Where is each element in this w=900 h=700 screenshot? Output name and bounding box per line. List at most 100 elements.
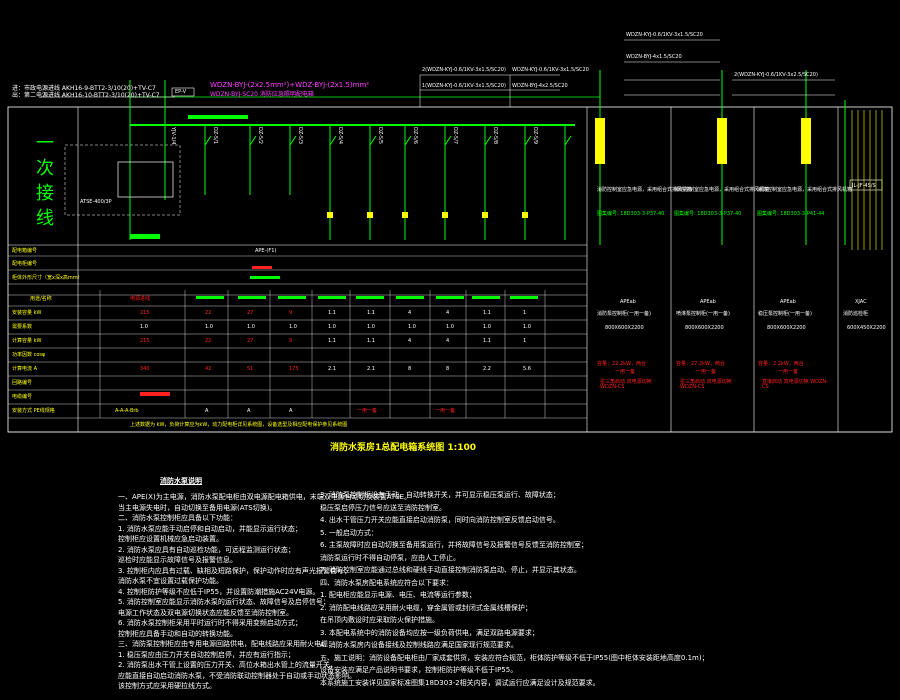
note-line: 2. 消防配电线路应采用耐火电缆，穿金属管或封闭式金属线槽保护； <box>320 603 532 612</box>
row-label-box-id: 配电箱编号 <box>12 248 38 254</box>
right-box-4-size: 600X450X2200 <box>847 325 886 331</box>
calc-7: 4 <box>408 338 412 344</box>
top-cable-1: 2(WDZN-KYJ-0.6/1KV-3x1.5/SC20) <box>422 67 506 73</box>
note-line: 应能直接自动启动消防水泵，不受消防联动控制器处于自动或手动状态影响。 <box>118 671 356 680</box>
note-line: 1. 配电柜应能显示电源、电压、电流等运行参数； <box>320 591 476 599</box>
note-line: 2. 消防泵出水干管上设置的压力开关、高位水箱出水管上的流量开关， <box>118 661 337 669</box>
note-line: 本系统施工安装详见国家标准图集18D303-2相关内容，调试运行应满足设计及规范… <box>320 678 600 687</box>
cap-10: 1 <box>523 310 527 316</box>
main-cable-spec: WDZN-BYJ-(2x2.5mm²)+WDZ-BYJ-(2x1.5)mm² <box>210 81 370 89</box>
right-box-3-extra: 直接启动 双电源切换 WDZN-CS <box>762 379 828 390</box>
note-line: 4. 出水干管压力开关应能直接启动消防泵，同时向消防控制室反馈启动信号。 <box>320 516 560 524</box>
incoming-box-label: EP-V <box>175 89 186 95</box>
right-box-1-extra: 星三角启动 双电源切换 WDZN-CS <box>600 379 652 390</box>
panel-ref-2: 图集编号: 18D303-3-P37-40 <box>674 211 742 217</box>
note-line: 1. 消防水泵应能手动启停和自动启动，并能显示运行状态； <box>118 524 302 533</box>
calc-1: 215 <box>140 338 150 344</box>
calc-4: 9 <box>289 338 293 344</box>
current-1: 340 <box>140 366 150 372</box>
circuit-label-2: DZ-5/1 <box>212 127 218 145</box>
top-cable-7: 2(WDZN-KYJ-0.6/1KV-3x2.5/SC20) <box>734 72 818 78</box>
cap-1: 215 <box>140 310 150 316</box>
note-line: 二、消防水泵控制柜应具备以下功能： <box>118 514 237 522</box>
note-line: 控制柜应具备手动和自动的转换功能。 <box>118 629 237 638</box>
row-label-current: 计算电流 A <box>12 366 38 372</box>
right-box-1-note: 一用一备 <box>615 369 636 375</box>
notes-title: 消防水泵说明 <box>160 477 202 485</box>
note-line: 电源工作状态及双电源切换状态应能反馈至消防控制室。 <box>118 608 293 617</box>
cap-8: 4 <box>446 310 450 316</box>
install-1: A-A-A-Brb <box>115 408 139 414</box>
row-label-cable: 电缆编号 <box>12 394 33 400</box>
current-5: 2.1 <box>328 366 336 372</box>
diagram-title: 消防水泵房1总配电箱系统图 1:100 <box>330 443 477 453</box>
demand-10: 1.0 <box>523 324 531 330</box>
panel-ref-3: 图集编号: 18D303-3-P41-44 <box>757 211 825 217</box>
note-line: 4. 控制柜防护等级不应低于IP55，并设置防潮措施AC24V电源。 <box>118 587 320 596</box>
demand-2: 1.0 <box>205 324 213 330</box>
right-box-1-name: 消防泵控制柜(一用一备) <box>597 311 651 317</box>
left-title-char-1: 一 <box>36 133 54 154</box>
note-line: 3. 本配电系统中的消防设备均应按一级负荷供电，满足双路电源要求； <box>320 628 539 637</box>
row-label-demand: 需要系数 <box>12 324 33 330</box>
panel-desc-1: 消防控制室应急电源，采用组合式排风机箱 <box>597 187 693 193</box>
row-label-calc: 计算容量 kW <box>12 338 42 344</box>
cap-4: 9 <box>289 310 293 316</box>
note-line: 四、消防水泵房配电系统应符合以下要求： <box>320 578 453 587</box>
circuit-label-7: DZ-5/6 <box>412 127 418 145</box>
row-label-size: 柜体外形尺寸（宽x深x高mm） <box>12 275 83 281</box>
note-line: 稳压泵启停压力信号应送至消防控制室。 <box>320 503 446 512</box>
top-cable-5: WDZN-KYJ-0.6/1KV-3x1.5/SC20 <box>626 32 703 38</box>
header-incoming-line-1: 进：市政电源进线 AKH16-9-BTT2-3/10(20)+TV-C7 <box>12 85 156 92</box>
note-line: 巡检时应能显示故障信号及报警信息。 <box>118 556 237 564</box>
current-6: 2.1 <box>367 366 375 372</box>
circuit-label-8: DZ-5/7 <box>452 127 458 145</box>
current-2: 42 <box>205 366 212 372</box>
right-box-2-size: 800X600X2200 <box>685 325 724 331</box>
current-4: 175 <box>289 366 299 372</box>
row-label-cabinet-id: 配电柜编号 <box>12 261 38 267</box>
right-box-4-id: XJAC <box>855 299 867 305</box>
note-line: 设备安装应满足产品说明书要求，控制柜防护等级不低于IP55。 <box>320 666 518 674</box>
install-3: A <box>247 408 251 414</box>
cap-5: 1.1 <box>328 310 336 316</box>
right-box-1-id: APEab <box>620 299 636 305</box>
note-line: 五、施工说明：消防设备配电柜由厂家成套供货，安装应符合规范，柜体防护等级不低于I… <box>320 653 709 662</box>
demand-4: 1.0 <box>289 324 297 330</box>
note-line: 在吊顶内敷设时应采取防火保护措施。 <box>320 616 439 624</box>
right-box-2-load: 容量：27.2kW，两台 <box>676 361 725 367</box>
cap-7: 4 <box>408 310 412 316</box>
top-cable-2: WDZN-KYJ-0.6/1KV-3x1.5/SC20 <box>512 67 589 73</box>
row-label-pf: 功率因数 cosφ <box>12 352 46 358</box>
calc-8: 4 <box>446 338 450 344</box>
calc-6: 1.1 <box>367 338 375 344</box>
demand-6: 1.0 <box>367 324 375 330</box>
demand-3: 1.0 <box>247 324 255 330</box>
note-line: 一、APE(X)为主电源，消防水泵配电柜由双电源配电箱供电，末端双电源自动切换装… <box>118 493 412 501</box>
note-line: 当主电源失电时，自动切换至备用电源(ATS切换)。 <box>118 503 277 512</box>
top-cable-6: WDZN-BYJ-4x1.5/SC20 <box>626 54 682 60</box>
main-cable-spec-2: WDZN-BYJ-SC20 消防应急照明配电箱 <box>210 91 314 98</box>
circuit-label-5: DZ-5/4 <box>337 127 343 145</box>
current-7: 8 <box>408 366 412 372</box>
left-title-char-3: 接 <box>36 183 54 204</box>
install-4: A <box>289 408 293 414</box>
atse-label: ATSE-400/3P <box>80 199 112 205</box>
panel-ref-1: 图集编号: 18D303-3-P37-40 <box>597 211 665 217</box>
note-line: 控制柜应设置机械应急启动装置。 <box>118 535 223 543</box>
notes-right-column: 3. 消防泵控制柜设有手动、自动转换开关，并可显示稳压泵运行、故障状态； 稳压泵… <box>320 492 895 697</box>
note-line: 该控制方式应采用硬拉线方式。 <box>118 682 216 690</box>
cap-6: 1.1 <box>367 310 375 316</box>
right-box-2-note: 一用一备 <box>696 369 717 375</box>
calc-10: 1 <box>523 338 527 344</box>
row-label-use: 用途/名称 <box>30 296 52 302</box>
row-label-install: 安装方式 PE线规格 <box>12 408 55 414</box>
right-box-1-load: 容量：22.2kW，两台 <box>597 361 646 367</box>
right-box-3-load: 容量：2.2kW，两台 <box>758 361 804 367</box>
right-box-2-name: 喷淋泵控制柜(一用一备) <box>676 311 730 317</box>
note-line: 3. 消防泵控制柜设有手动、自动转换开关，并可显示稳压泵运行、故障状态； <box>320 491 560 499</box>
left-title-char-2: 次 <box>36 158 54 179</box>
cap-3: 27 <box>247 310 254 316</box>
note-line: 消防泵运行时不得自动停泵，应由人工停止。 <box>320 553 460 562</box>
install-8: 一用一备 <box>435 408 456 414</box>
